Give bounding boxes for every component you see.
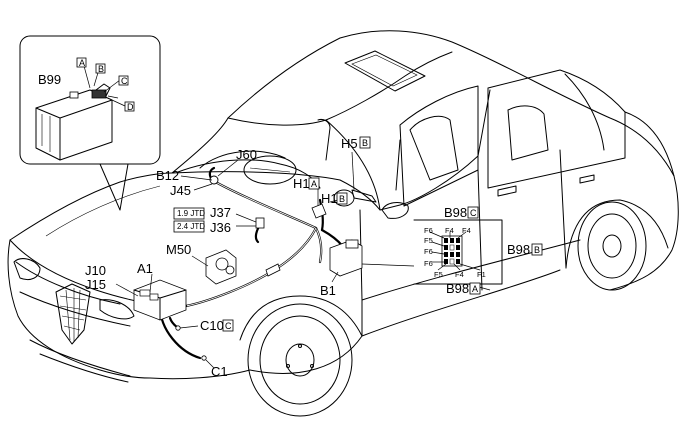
label-H5: H5 (341, 136, 358, 151)
tag-B98-C: C (470, 208, 477, 218)
tag-B: B (98, 64, 104, 74)
labels: B99 A B C D B12 J60 J45 H5 B H1 A H1 B 1… (38, 57, 543, 379)
fuse-label: F6 (424, 226, 433, 235)
label-J45: J45 (170, 183, 191, 198)
label-J15: J15 (85, 277, 106, 292)
label-1.9-jtd: 1.9 JTD (177, 209, 205, 218)
label-H1A: H1 (293, 176, 310, 191)
label-B1: B1 (320, 283, 336, 298)
label-B12: B12 (156, 168, 179, 183)
fuse-label: F6 (424, 247, 433, 256)
label-C1: C1 (211, 364, 228, 379)
label-2.4-jtd: 2.4 JTD (177, 222, 205, 231)
label-B98-A: B98 (446, 281, 469, 296)
label-J36: J36 (210, 220, 231, 235)
label-B98-C: B98 (444, 205, 467, 220)
fuse-label: F5 (434, 270, 443, 279)
label-H1B: H1 (321, 191, 338, 206)
tag-H1-A: A (311, 179, 317, 189)
tag-B98-B: B (534, 245, 540, 255)
label-J37: J37 (210, 205, 231, 220)
fuse-label: F4 (445, 226, 454, 235)
tag-C: C (121, 76, 128, 86)
tag-C10-C: C (225, 321, 232, 331)
fuse-label: F6 (424, 259, 433, 268)
tag-A: A (79, 58, 85, 68)
leader-lines (83, 65, 415, 369)
fuse-box-inset (413, 219, 503, 291)
battery-inset (19, 35, 161, 211)
tag-H1-B: B (339, 194, 345, 204)
label-B99: B99 (38, 72, 61, 87)
tag-H5-B: B (362, 138, 368, 148)
fuse-label: F4 (455, 270, 464, 279)
tag-D: D (127, 102, 134, 112)
label-M50: M50 (166, 242, 191, 257)
tag-B98-A: A (472, 284, 478, 294)
label-A1: A1 (137, 261, 153, 276)
label-C10: C10 (200, 318, 224, 333)
label-B98-B: B98 (507, 242, 530, 257)
fuse-label: F5 (424, 236, 433, 245)
fuse-grid (444, 238, 460, 265)
fuse-label: F4 (462, 226, 471, 235)
fuse-label: F1 (477, 270, 486, 279)
label-J10: J10 (85, 263, 106, 278)
label-J60: J60 (236, 147, 257, 162)
